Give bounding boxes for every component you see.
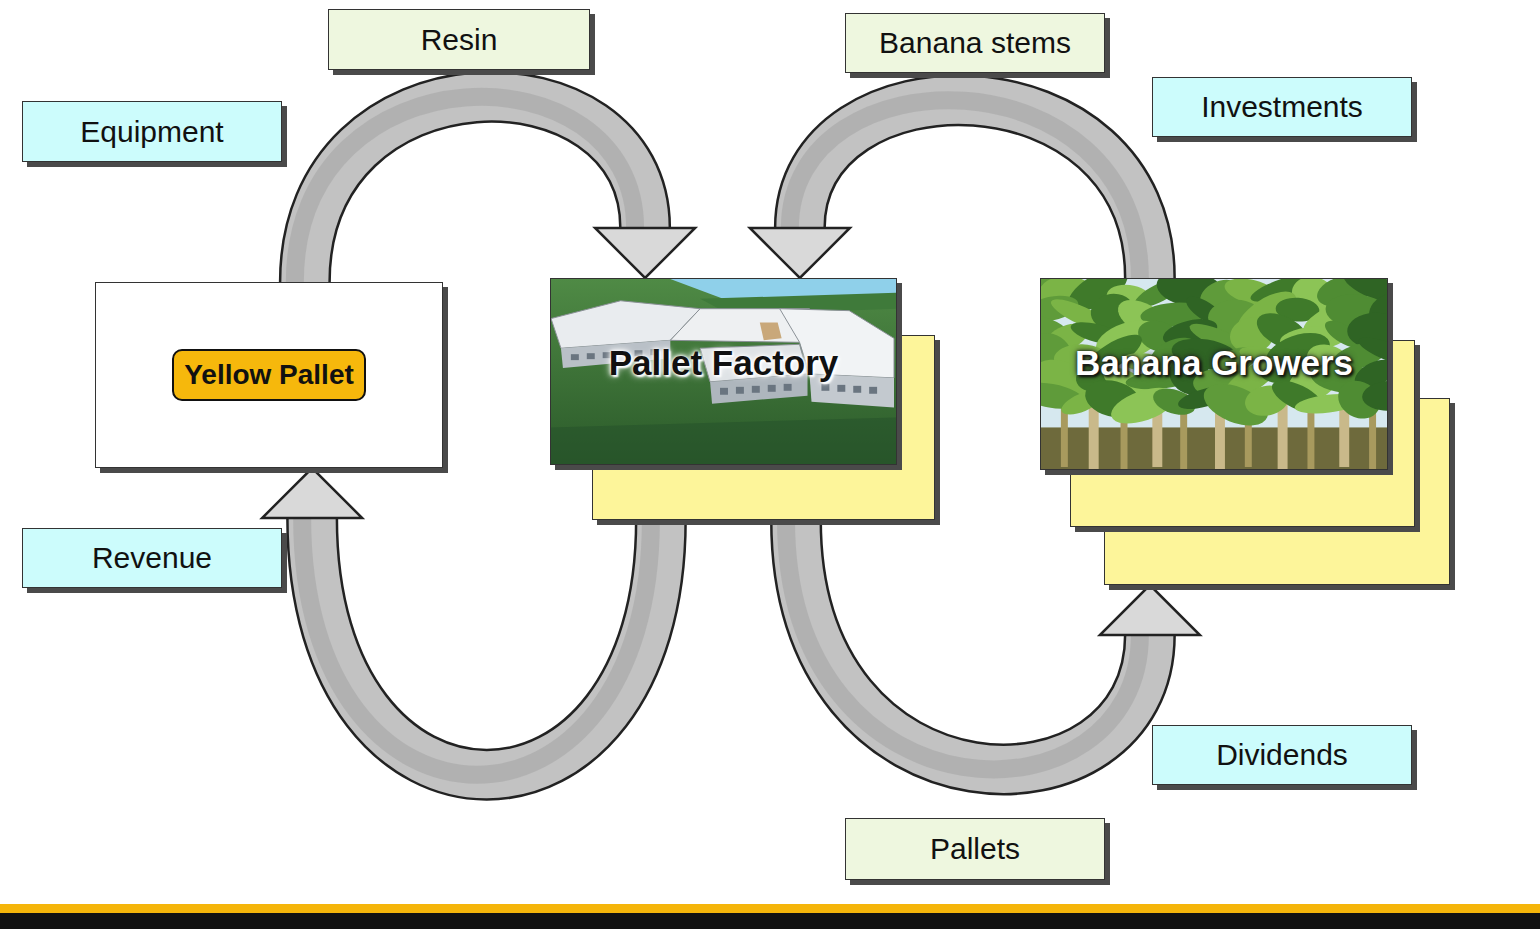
arrow-shade: [786, 520, 1140, 769]
flow-label-text: Investments: [1201, 90, 1363, 124]
company-logo-text: Yellow Pallet: [172, 349, 366, 401]
flow-label-box: Banana stems: [845, 13, 1105, 73]
arrow-shade: [790, 100, 1140, 278]
company-box: Yellow Pallet: [95, 282, 443, 468]
arrow-head: [595, 228, 695, 278]
growers-photo-box: Banana Growers: [1040, 278, 1450, 585]
photo-caption: Pallet Factory: [609, 343, 839, 383]
flow-label-box: Revenue: [22, 528, 282, 588]
flow-label-text: Resin: [421, 23, 498, 57]
photo-caption: Banana Growers: [1075, 343, 1353, 383]
arrow-body: [312, 518, 661, 775]
arrow-shade: [295, 97, 635, 282]
arrow-outline: [312, 518, 661, 775]
flow-label-text: Dividends: [1216, 738, 1348, 772]
curved-flow-arrow: [750, 100, 1150, 278]
flow-label-box: Resin: [328, 9, 590, 70]
arrow-head: [750, 228, 850, 278]
flow-label-box: Pallets: [845, 818, 1105, 880]
flow-label-box: Dividends: [1152, 725, 1412, 785]
factory-photo-box: Pallet Factory: [550, 278, 935, 520]
photo-caption-holder: Banana Growers: [1040, 278, 1388, 448]
arrow-head: [262, 468, 362, 518]
arrow-shade: [302, 518, 651, 775]
curved-flow-arrow: [295, 97, 695, 282]
flow-label-box: Investments: [1152, 77, 1412, 137]
flow-label-text: Pallets: [930, 832, 1020, 866]
flow-label-text: Banana stems: [879, 26, 1071, 60]
flow-label-text: Equipment: [80, 115, 223, 149]
footer-black-band: [0, 913, 1540, 929]
photo-caption-holder: Pallet Factory: [550, 278, 897, 448]
flow-label-box: Equipment: [22, 101, 282, 162]
flow-label-text: Revenue: [92, 541, 212, 575]
arrow-head: [1100, 585, 1200, 635]
footer-yellow-band: [0, 904, 1540, 913]
